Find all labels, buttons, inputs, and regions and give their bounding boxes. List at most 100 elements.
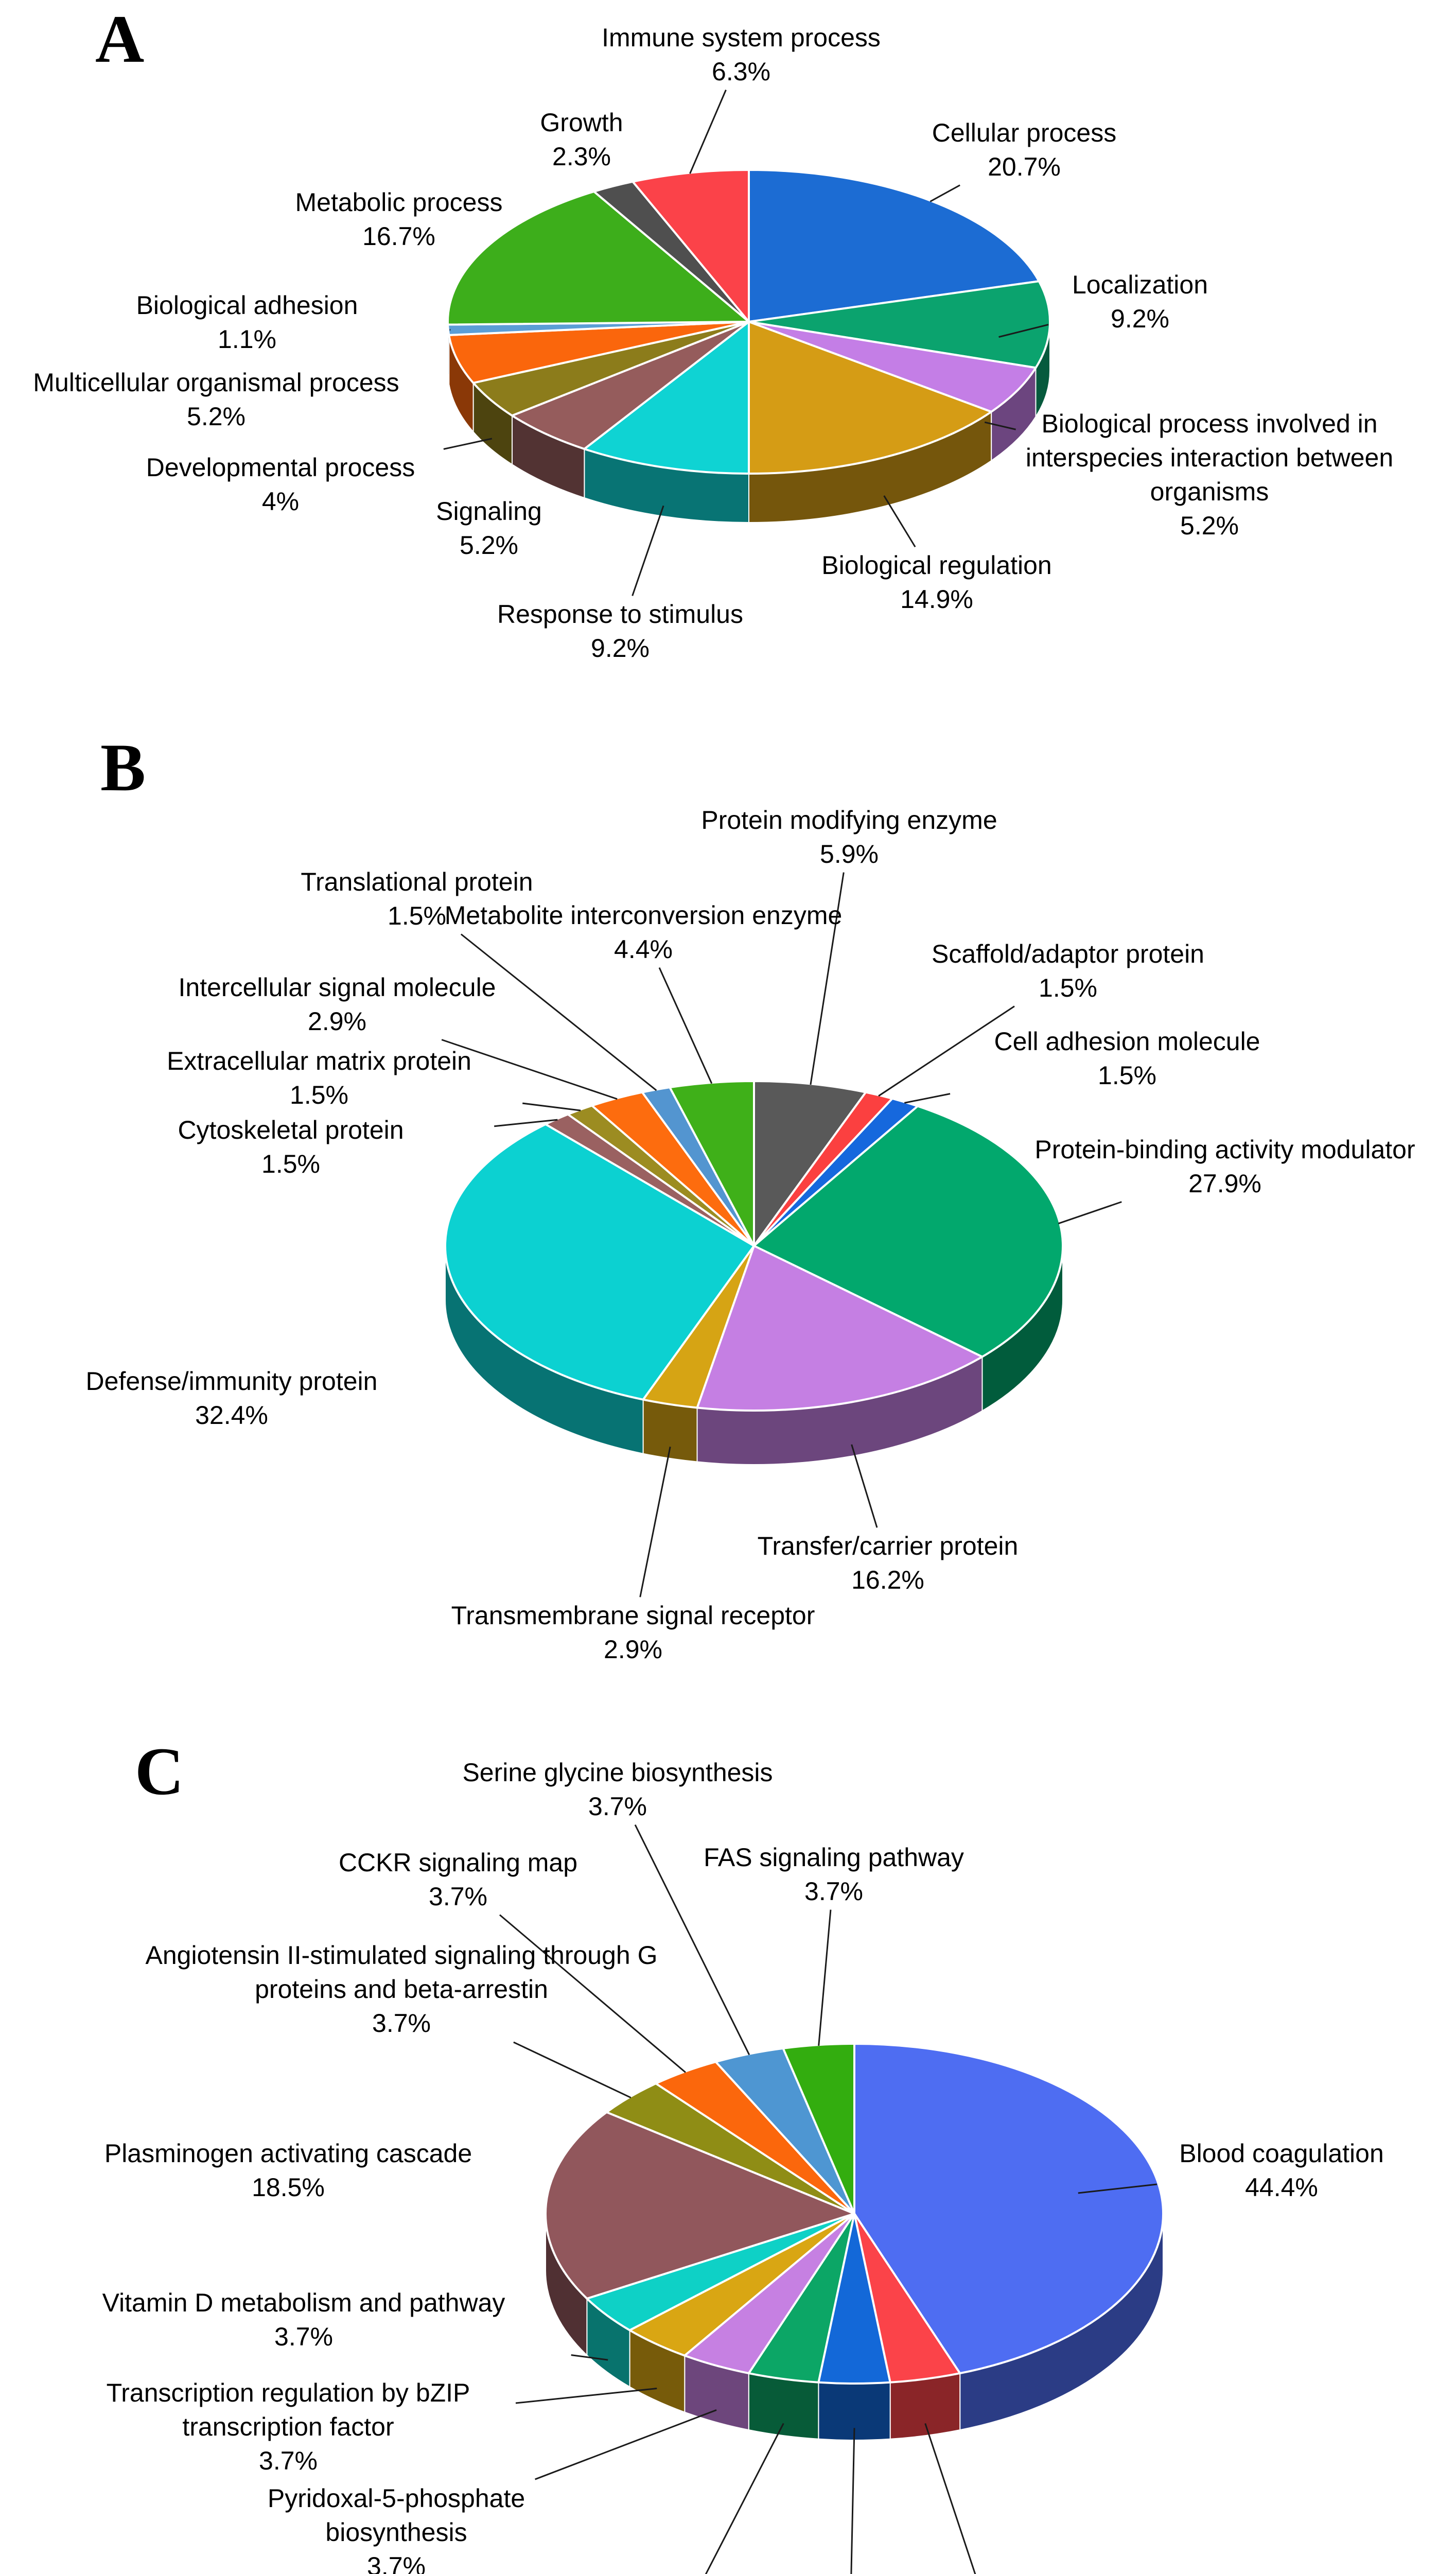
slice-label: FAS signaling pathway 3.7% xyxy=(638,1840,1029,1908)
slice-label-text: Biological adhesion xyxy=(136,291,358,320)
slice-label: Protein modifying enzyme 5.9% xyxy=(654,803,1045,871)
panel-letter-c: C xyxy=(135,1733,184,1809)
slice-label: Immune system process 6.3% xyxy=(546,21,937,89)
pie-b-svg xyxy=(444,1080,1064,1465)
slice-label-text: Extracellular matrix protein xyxy=(167,1047,471,1075)
slice-label: Intercellular signal molecule 2.9% xyxy=(142,970,533,1038)
pie-c-svg xyxy=(545,2043,1164,2441)
slice-percent-text: 2.9% xyxy=(604,1635,662,1664)
slice-label: Translational protein 1.5% xyxy=(221,865,612,933)
slice-percent-text: 3.7% xyxy=(367,2552,426,2574)
slice-label-text: Transfer/carrier protein xyxy=(757,1532,1019,1560)
slice-label: Biological adhesion 1.1% xyxy=(51,288,443,356)
slice-percent-text: 5.9% xyxy=(820,840,879,868)
slice-percent-text: 3.7% xyxy=(259,2446,318,2475)
slice-percent-text: 2.3% xyxy=(552,142,611,171)
slice-label-text: Developmental process xyxy=(146,453,415,482)
slice-percent-text: 3.7% xyxy=(429,1882,487,1911)
slice-percent-text: 27.9% xyxy=(1188,1169,1261,1198)
slice-label-text: Localization xyxy=(1072,270,1208,299)
slice-label: Transcription regulation by bZIP transcr… xyxy=(69,2376,507,2478)
slice-label-text: Response to stimulus xyxy=(497,600,743,629)
slice-percent-text: 3.7% xyxy=(588,1792,647,1821)
slice-label-text: Vitamin D metabolism and pathway xyxy=(102,2288,505,2317)
slice-label: Metabolic process 16.7% xyxy=(203,185,594,253)
slice-percent-text: 5.2% xyxy=(1180,511,1239,540)
slice-percent-text: 4% xyxy=(261,487,300,516)
slice-label: Developmental process 4% xyxy=(85,450,476,518)
slice-label: Plasminogen activating cascade 18.5% xyxy=(31,2136,546,2204)
panel-letter-a: A xyxy=(95,1,145,77)
slice-percent-text: 2.9% xyxy=(308,1007,366,1036)
slice-label-text: Transmembrane signal receptor xyxy=(451,1601,815,1630)
slice-percent-text: 6.3% xyxy=(712,57,770,86)
slice-label-text: Protein-binding activity modulator xyxy=(1034,1135,1415,1164)
slice-label-text: Immune system process xyxy=(602,23,881,52)
slice-label-text: Serine glycine biosynthesis xyxy=(462,1758,773,1787)
slice-percent-text: 5.2% xyxy=(187,402,245,431)
slice-label-text: Angiotensin II-stimulated signaling thro… xyxy=(145,1941,658,2004)
slice-percent-text: 3.7% xyxy=(274,2322,333,2351)
slice-label-text: Intercellular signal molecule xyxy=(178,973,496,1002)
slice-label: Transmembrane signal receptor 2.9% xyxy=(437,1598,829,1666)
pie-a-svg xyxy=(447,169,1051,524)
slice-label: Scaffold/adaptor protein 1.5% xyxy=(872,937,1264,1005)
slice-percent-text: 14.9% xyxy=(900,585,973,614)
slice-label-text: Transcription regulation by bZIP transcr… xyxy=(106,2378,470,2441)
slice-percent-text: 18.5% xyxy=(252,2173,325,2202)
slice-label: Serine glycine biosynthesis 3.7% xyxy=(422,1755,813,1823)
slice-percent-text: 5.2% xyxy=(460,531,518,560)
slice-label-text: Biological process involved in interspec… xyxy=(1025,409,1394,506)
slice-percent-text: 1.5% xyxy=(261,1150,320,1178)
slice-label-text: Biological regulation xyxy=(821,551,1052,580)
slice-percent-text: 1.5% xyxy=(290,1081,348,1109)
slice-percent-text: 16.7% xyxy=(362,222,435,251)
slice-percent-text: 1.5% xyxy=(388,901,446,930)
slice-label: Response to stimulus 9.2% xyxy=(425,597,816,665)
slice-label: Metabolite interconversion enzyme 4.4% xyxy=(335,898,952,966)
slice-label-text: Cytoskeletal protein xyxy=(178,1116,404,1144)
slice-label: Biological process involved in interspec… xyxy=(993,407,1426,543)
slice-label-text: Defense/immunity protein xyxy=(85,1367,378,1396)
slice-label: Angiotensin II-stimulated signaling thro… xyxy=(106,1938,697,2040)
slice-percent-text: 4.4% xyxy=(614,935,673,964)
slice-percent-text: 1.5% xyxy=(1039,973,1097,1002)
slice-percent-text: 9.2% xyxy=(591,634,650,663)
slice-label: Protein-binding activity modulator 27.9% xyxy=(968,1133,1456,1201)
slice-label: Cell adhesion molecule 1.5% xyxy=(932,1024,1323,1092)
slice-label-text: CCKR signaling map xyxy=(338,1848,578,1877)
slice-label-text: Cell adhesion molecule xyxy=(994,1027,1260,1056)
slice-percent-text: 1.1% xyxy=(218,325,276,354)
slice-label: Vitamin D metabolism and pathway 3.7% xyxy=(8,2286,600,2354)
slice-percent-text: 16.2% xyxy=(851,1566,924,1594)
slice-label-text: Protein modifying enzyme xyxy=(701,806,997,834)
slice-label-text: FAS signaling pathway xyxy=(704,1843,964,1872)
slice-label: Blood coagulation 44.4% xyxy=(1086,2136,1456,2204)
slice-label: Extracellular matrix protein 1.5% xyxy=(124,1044,515,1112)
slice-label-text: Plasminogen activating cascade xyxy=(104,2139,472,2168)
slice-percent-text: 3.7% xyxy=(372,2009,431,2038)
panel-letter-b: B xyxy=(100,729,146,805)
slice-label-text: Metabolic process xyxy=(295,188,503,217)
slice-label-text: Blood coagulation xyxy=(1179,2139,1384,2168)
slice-percent-text: 20.7% xyxy=(988,152,1061,181)
slice-label: Multicellular organismal process 5.2% xyxy=(0,366,432,433)
slice-label-text: Multicellular organismal process xyxy=(33,368,399,397)
slice-label: Cytoskeletal protein 1.5% xyxy=(95,1113,486,1181)
slice-percent-text: 3.7% xyxy=(804,1877,863,1906)
slice-label-text: Translational protein xyxy=(301,867,533,896)
slice-label-text: Scaffold/adaptor protein xyxy=(931,940,1204,968)
pie-chart-panel-b: B Protein modifying enzyme 5.9% Translatio… xyxy=(0,721,1456,1730)
slice-percent-text: 1.5% xyxy=(1098,1061,1156,1090)
slice-label-text: Metabolite interconversion enzyme xyxy=(444,901,843,930)
slice-label-text: Pyridoxal-5-phosphate biosynthesis xyxy=(267,2484,525,2547)
slice-label: CCKR signaling map 3.7% xyxy=(262,1846,654,1914)
slice-percent-text: 44.4% xyxy=(1245,2173,1318,2202)
